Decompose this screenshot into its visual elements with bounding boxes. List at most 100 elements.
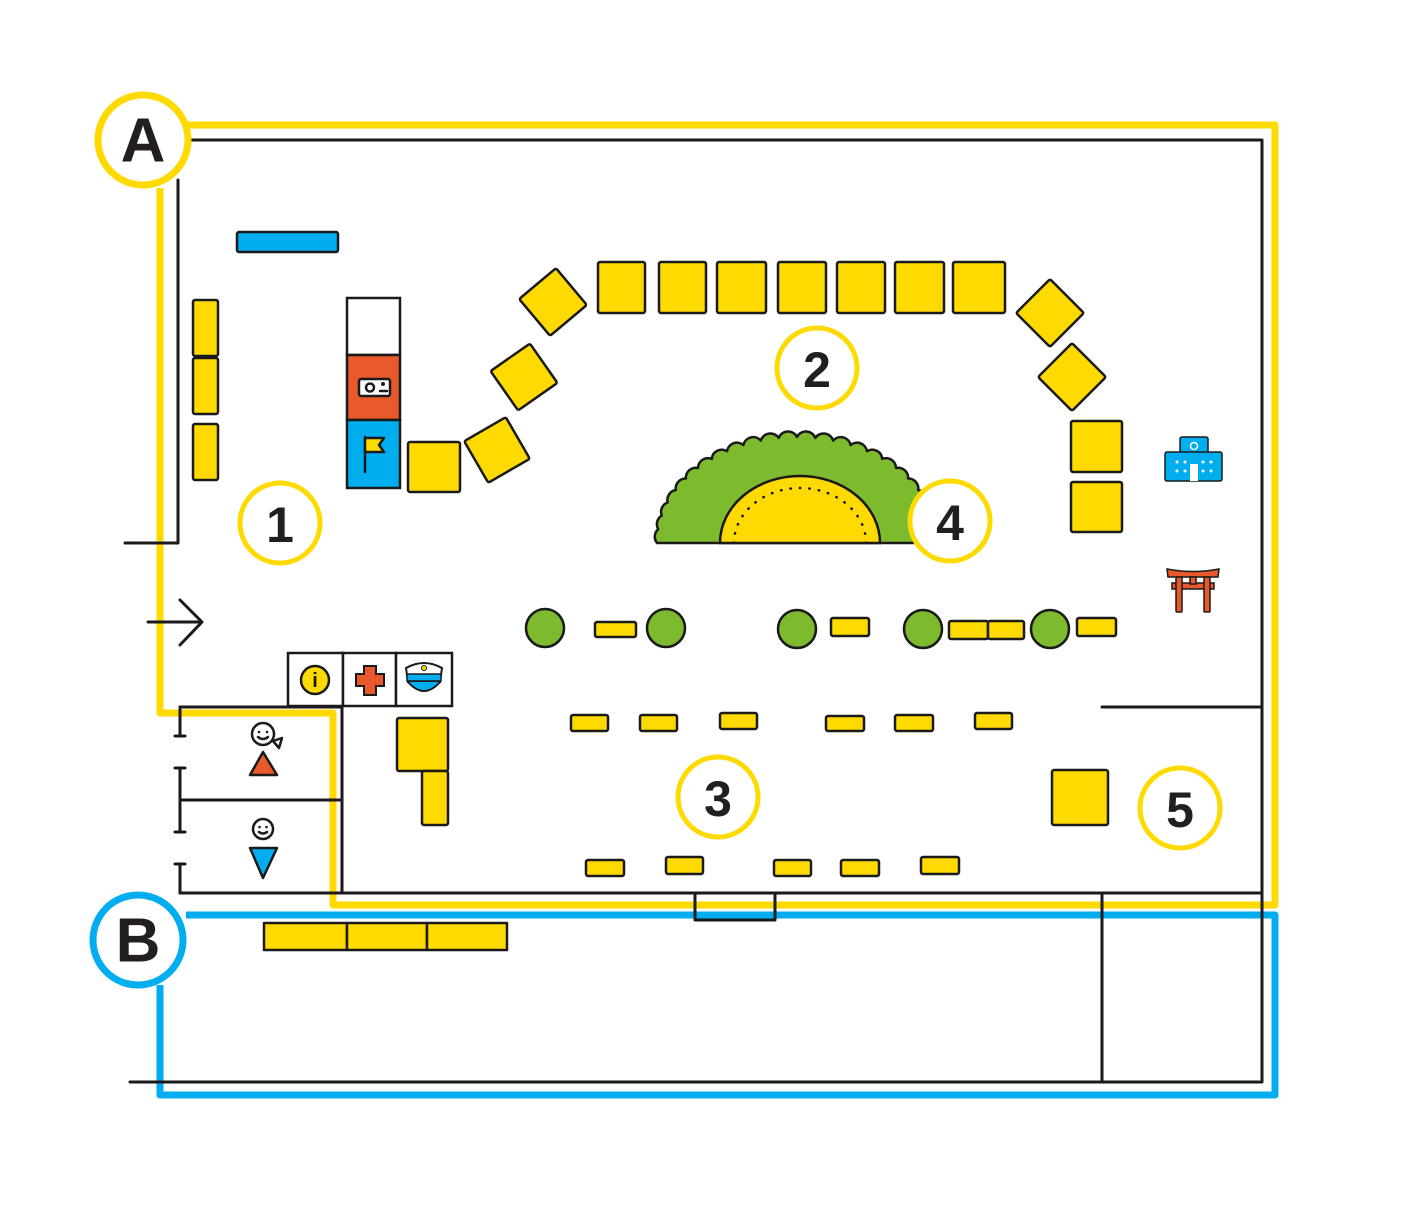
stall (839, 858, 881, 878)
stage-dotted-edge (732, 486, 868, 545)
booth (715, 260, 768, 315)
booth (951, 260, 1007, 315)
service-icons: i (286, 651, 454, 708)
zone-a-label: A (121, 107, 166, 176)
area-3-stalls (395, 711, 1014, 878)
area-3-badge: 3 (675, 754, 761, 840)
area-2-booths (406, 260, 1124, 534)
area-4-ring (907, 478, 993, 564)
female-restroom-icon (248, 721, 284, 777)
first-aid-icon (355, 665, 385, 696)
yellow-stage (718, 474, 882, 545)
area-1-ring (237, 480, 323, 566)
left-wall (123, 178, 180, 545)
school-icon (1164, 436, 1223, 482)
info-icon: i (299, 664, 331, 696)
booth (893, 260, 946, 315)
stall (824, 714, 866, 733)
column-blue-section (345, 418, 402, 490)
zone-a-ring (94, 91, 192, 189)
area-4-label: 4 (936, 495, 964, 551)
zone-b-booth (425, 921, 509, 952)
area-5-label: 5 (1166, 782, 1194, 838)
info-glyph: i (312, 670, 318, 692)
flag-icon (363, 435, 386, 474)
bench (593, 620, 638, 639)
stall (569, 713, 610, 733)
zone-b-booth (262, 921, 349, 952)
booth (596, 260, 647, 315)
column-white-section (345, 296, 402, 357)
booth (406, 440, 462, 494)
booth (835, 260, 887, 315)
security-cap-icon (404, 662, 444, 692)
booth (1015, 278, 1085, 348)
zone-b-ring (89, 891, 187, 989)
area-2-badge: 2 (774, 325, 860, 411)
tree-row (524, 607, 1118, 650)
restroom-left-wall-3 (173, 862, 187, 895)
outer-wall (128, 138, 1264, 1084)
area-1-label: 1 (266, 497, 294, 553)
stall (664, 855, 705, 876)
stage-hill (653, 430, 941, 545)
tree (524, 607, 566, 649)
tree (902, 608, 944, 650)
area-4-badge: 4 (907, 478, 993, 564)
restroom-left-wall-1 (173, 705, 187, 738)
stall (584, 858, 626, 878)
bench (986, 619, 1026, 641)
zone-b-booth (345, 921, 429, 952)
stall (919, 855, 961, 876)
tree (645, 607, 687, 649)
bench (947, 619, 990, 641)
zone-a-outline (156, 121, 1279, 909)
tree (776, 608, 818, 650)
large-booth (395, 716, 450, 773)
area-5-ring (1137, 765, 1223, 851)
zone-b-booths (262, 921, 509, 952)
service-column (345, 296, 402, 490)
tree (1029, 608, 1071, 650)
male-restroom-icon (248, 817, 279, 880)
stall (718, 711, 759, 731)
area-1-badge: 1 (237, 480, 323, 566)
area-5-booth (1050, 768, 1110, 827)
booth (657, 260, 708, 315)
bench (1075, 616, 1118, 638)
building-walls (123, 138, 1264, 1084)
area-5-badge: 5 (1137, 765, 1223, 851)
info-box (286, 651, 345, 708)
booth (1069, 480, 1124, 534)
area-3-label: 3 (704, 771, 732, 827)
stall (893, 713, 935, 733)
entrance-arrow-icon (146, 598, 204, 647)
camera-icon (357, 377, 392, 398)
booth (518, 267, 588, 337)
booth (776, 260, 828, 315)
area-3-ring (675, 754, 761, 840)
blue-counter (235, 230, 340, 254)
torii-gate-icon (1166, 568, 1220, 613)
booth (1069, 419, 1124, 474)
left-wall-booth (191, 298, 220, 358)
doorway-box (693, 891, 777, 922)
area-2-label: 2 (803, 342, 831, 398)
zone-a-badge: A (94, 91, 192, 189)
stall (772, 858, 813, 878)
booth (490, 343, 558, 411)
zone-b-label: B (116, 907, 161, 976)
zone-b-outline (156, 911, 1279, 1099)
restroom-left-wall-2 (173, 766, 187, 834)
left-wall-booth (191, 356, 220, 416)
booth (1037, 342, 1107, 412)
stall (638, 713, 679, 733)
stall (973, 711, 1014, 731)
large-booth (420, 769, 450, 827)
booth (463, 416, 531, 484)
bench (829, 616, 871, 638)
zone-b-badge: B (89, 891, 187, 989)
left-wall-booth (191, 422, 220, 482)
area-2-ring (774, 325, 860, 411)
